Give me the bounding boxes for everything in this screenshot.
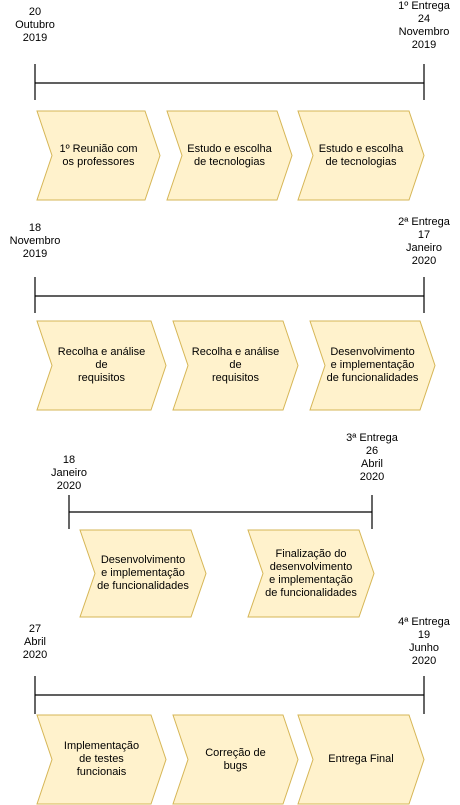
timeline-1-stage-1-chevron [36,110,161,201]
timeline-4-start-date: 27 Abril 2020 [22,623,48,661]
timeline-3-stage-1-chevron [79,529,207,618]
timeline-2-start-date: 18 Novembro 2019 [9,222,61,260]
timeline-4-stage-3-chevron [297,714,425,805]
timeline-4-stage-1-chevron [36,714,167,805]
timeline-4-stage-3-label: Entrega Final [328,753,394,765]
timeline-3-stage-1-label: Desenvolvimento e implementação de funci… [97,554,189,592]
timeline-3-stage-2-label: Finalização do desenvolvimento e impleme… [265,547,357,599]
timeline-4-stage-2-chevron [172,714,299,805]
timeline-4-stage-2-label: Correção de bugs [205,746,266,772]
timeline-4-stage-1-label: Implementação de testes funcionais [63,740,140,778]
timeline-3-end-date: 3ª Entrega 26 Abril 2020 [346,432,398,483]
timeline-2-stage-3-chevron [309,320,436,411]
timeline-2-stage-3-label: Desenvolvimento e implementação de funci… [326,346,419,384]
timeline-2-stage-1-label: Recolha e análise de requisitos [57,346,146,384]
timeline-1-stage-1-label: 1º Reunião com os professores [59,142,138,168]
timeline-1-end-date: 1º Entrega 24 Novembro 2019 [398,0,450,51]
timeline-2-stage-2-label: Recolha e análise de requisitos [191,346,280,384]
timeline-1-stage-3-chevron [297,110,425,201]
timeline-2-stage-2-chevron [172,320,299,411]
timeline-3-stage-2-chevron [247,529,375,618]
timeline-1-start-date: 20 Outubro 2019 [15,6,55,44]
timeline-3-start-date: 18 Janeiro 2020 [50,454,88,492]
timeline-1-stage-2-chevron [166,110,293,201]
timeline-1-stage-3-label: Estudo e escolha de tecnologias [318,142,404,168]
timeline-4-end-date: 4ª Entrega 19 Junho 2020 [398,616,450,667]
timeline-2-end-date: 2ª Entrega 17 Janeiro 2020 [398,216,450,267]
timeline-1-stage-2-label: Estudo e escolha de tecnologias [187,142,272,168]
timeline-2-stage-1-chevron [36,320,167,411]
